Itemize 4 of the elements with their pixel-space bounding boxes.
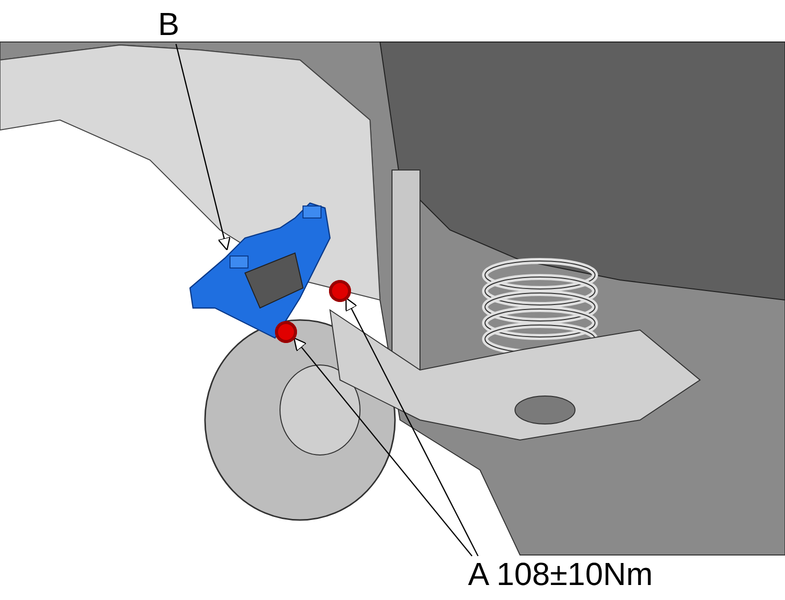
callout-label: A 108±10Nm [468, 558, 653, 590]
callout-letter: B [158, 8, 180, 40]
leader-line [345, 297, 479, 556]
leader-line [293, 337, 472, 556]
